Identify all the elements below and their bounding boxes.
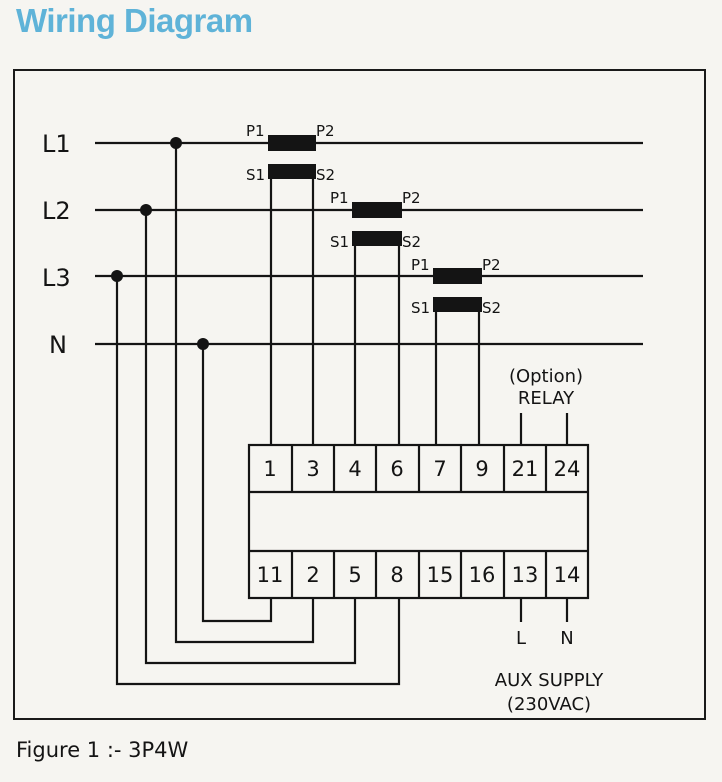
relay-option-label: (Option) [509, 366, 583, 387]
terminal-bottom-5: 16 [469, 563, 496, 587]
terminal-bottom-0: 11 [257, 563, 284, 587]
ct1-s1-label: S1 [246, 166, 265, 184]
terminal-bottom-3: 8 [390, 563, 403, 587]
terminal-bottom-4: 15 [427, 563, 454, 587]
terminal-top-5: 9 [475, 457, 488, 481]
ct2-s1-label: S1 [330, 233, 349, 251]
aux-n-label: N [560, 628, 573, 649]
ct1-s2-label: S2 [316, 166, 335, 184]
terminal-bottom-2: 5 [348, 563, 361, 587]
ct2-s2-label: S2 [402, 233, 421, 251]
l1-junction-dot [170, 137, 182, 149]
l2-label: L2 [42, 197, 71, 225]
n-label: N [49, 331, 67, 359]
terminal-top-1: 3 [306, 457, 319, 481]
terminal-top-7: 24 [554, 457, 581, 481]
ct3-secondary [433, 297, 482, 312]
ct1-p2-label: P2 [316, 122, 335, 140]
ct3-p1-label: P1 [411, 256, 430, 274]
terminal-top-4: 7 [433, 457, 446, 481]
terminal-top-6: 21 [512, 457, 539, 481]
l2-voltage-wire [144, 210, 357, 665]
terminal-bottom-7: 14 [554, 563, 581, 587]
l3-junction-dot [111, 270, 123, 282]
l1-label: L1 [42, 130, 71, 158]
aux-l-label: L [516, 628, 526, 649]
terminal-bottom-6: 13 [512, 563, 539, 587]
l3-label: L3 [42, 264, 71, 292]
ct3-p2-label: P2 [482, 256, 501, 274]
diagram-frame [13, 69, 706, 720]
terminal-bottom-1: 2 [306, 563, 319, 587]
ct1-p1-label: P1 [246, 122, 265, 140]
terminal-top-3: 6 [390, 457, 403, 481]
ct2-secondary [352, 231, 402, 246]
ct3-s2-label: S2 [482, 299, 501, 317]
terminal-top-0: 1 [263, 457, 276, 481]
n-junction-dot [197, 338, 209, 350]
ct1-primary [268, 135, 316, 151]
ct2-primary [352, 202, 402, 218]
ct2-p2-label: P2 [402, 189, 421, 207]
ct3-primary [433, 268, 482, 284]
ct2-p1-label: P1 [330, 189, 349, 207]
l2-junction-dot [140, 204, 152, 216]
n-voltage-wire [201, 344, 273, 623]
aux-supply-label: AUX SUPPLY [495, 670, 604, 691]
ct1-secondary [268, 164, 316, 179]
ct3-s1-label: S1 [411, 299, 430, 317]
diagram-title: Wiring Diagram [16, 2, 253, 39]
l3-voltage-wire [115, 276, 401, 686]
relay-label: RELAY [518, 388, 575, 409]
terminal-top-2: 4 [348, 457, 361, 481]
figure-caption: Figure 1 :- 3P4W [16, 738, 189, 762]
aux-voltage-label: (230VAC) [507, 694, 591, 715]
l1-voltage-wire [174, 143, 315, 644]
